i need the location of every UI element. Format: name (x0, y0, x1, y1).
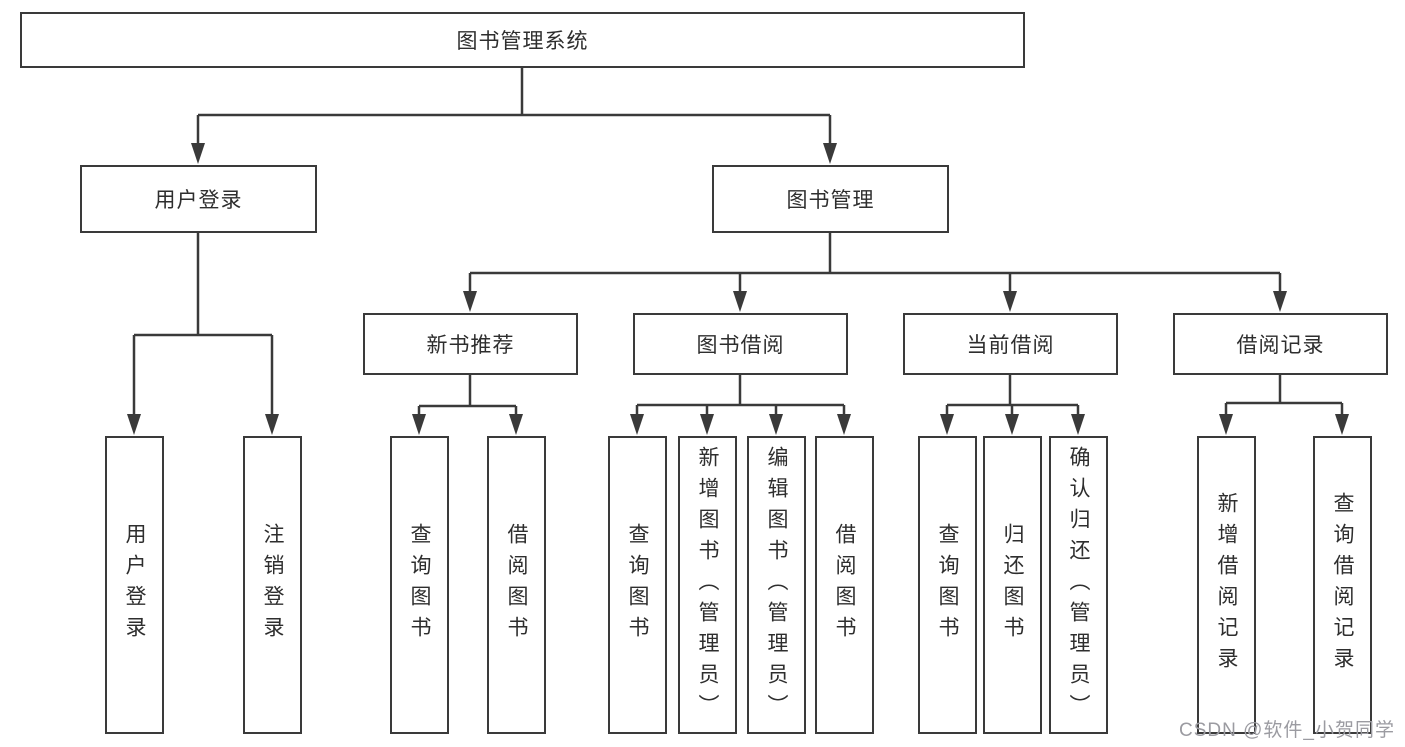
node-borrow-records: 借阅记录 (1173, 313, 1388, 375)
node-leaf-edit-books-admin: 编辑图书（管理员） (747, 436, 806, 734)
node-leaf-add-books-admin: 新增图书（管理员） (678, 436, 737, 734)
arrow-down-icon (837, 414, 851, 435)
connector-current-to-leaves (945, 375, 1080, 416)
arrow-down-icon (823, 143, 837, 164)
connector-root-to-level2 (196, 68, 832, 146)
arrow-down-icon (630, 414, 644, 435)
node-borrow-records-label: 借阅记录 (1236, 334, 1325, 357)
node-root: 图书管理系统 (20, 12, 1025, 68)
node-leaf-logout: 注销登录 (243, 436, 302, 734)
node-leaf-confirm-return-admin: 确认归还（管理员） (1049, 436, 1108, 734)
arrow-down-icon (733, 291, 747, 312)
arrow-down-icon (463, 291, 477, 312)
node-book-borrow-label: 图书借阅 (696, 334, 785, 357)
node-root-label: 图书管理系统 (456, 30, 589, 53)
node-user-login-label: 用户登录 (154, 189, 243, 212)
node-user-login: 用户登录 (80, 165, 317, 233)
arrow-down-icon (1219, 414, 1233, 435)
node-current-borrow-label: 当前借阅 (966, 334, 1055, 357)
node-new-book-recommend: 新书推荐 (363, 313, 578, 375)
node-new-book-recommend-label: 新书推荐 (426, 334, 515, 357)
arrow-down-icon (191, 143, 205, 164)
arrow-down-icon (1005, 414, 1019, 435)
arrow-down-icon (1273, 291, 1287, 312)
node-leaf-current-query-books: 查询图书 (918, 436, 977, 734)
node-leaf-borrow-query-books: 查询图书 (608, 436, 667, 734)
arrow-down-icon (265, 414, 279, 435)
node-leaf-user-login: 用户登录 (105, 436, 164, 734)
node-leaf-recommend-query-books: 查询图书 (390, 436, 449, 734)
arrow-down-icon (940, 414, 954, 435)
node-leaf-return-books: 归还图书 (983, 436, 1042, 734)
node-book-management-label: 图书管理 (786, 189, 875, 212)
connector-recommend-to-leaves (417, 375, 518, 416)
arrow-down-icon (509, 414, 523, 435)
node-book-management: 图书管理 (712, 165, 949, 233)
watermark: CSDN @软件_小贺同学 (1179, 720, 1395, 741)
connector-borrow-to-leaves (635, 375, 846, 416)
node-leaf-recommend-borrow-books: 借阅图书 (487, 436, 546, 734)
connector-records-to-leaves (1224, 375, 1344, 416)
node-book-borrow: 图书借阅 (633, 313, 848, 375)
arrow-down-icon (1071, 414, 1085, 435)
node-leaf-add-borrow-record: 新增借阅记录 (1197, 436, 1256, 734)
arrow-down-icon (127, 414, 141, 435)
node-leaf-query-borrow-record: 查询借阅记录 (1313, 436, 1372, 734)
arrow-down-icon (769, 414, 783, 435)
node-leaf-borrow-books: 借阅图书 (815, 436, 874, 734)
arrow-down-icon (412, 414, 426, 435)
connector-mgmt-to-level3 (468, 233, 1282, 293)
connector-login-to-leaves (132, 233, 274, 416)
arrow-down-icon (700, 414, 714, 435)
arrow-down-icon (1003, 291, 1017, 312)
arrow-down-icon (1335, 414, 1349, 435)
node-current-borrow: 当前借阅 (903, 313, 1118, 375)
